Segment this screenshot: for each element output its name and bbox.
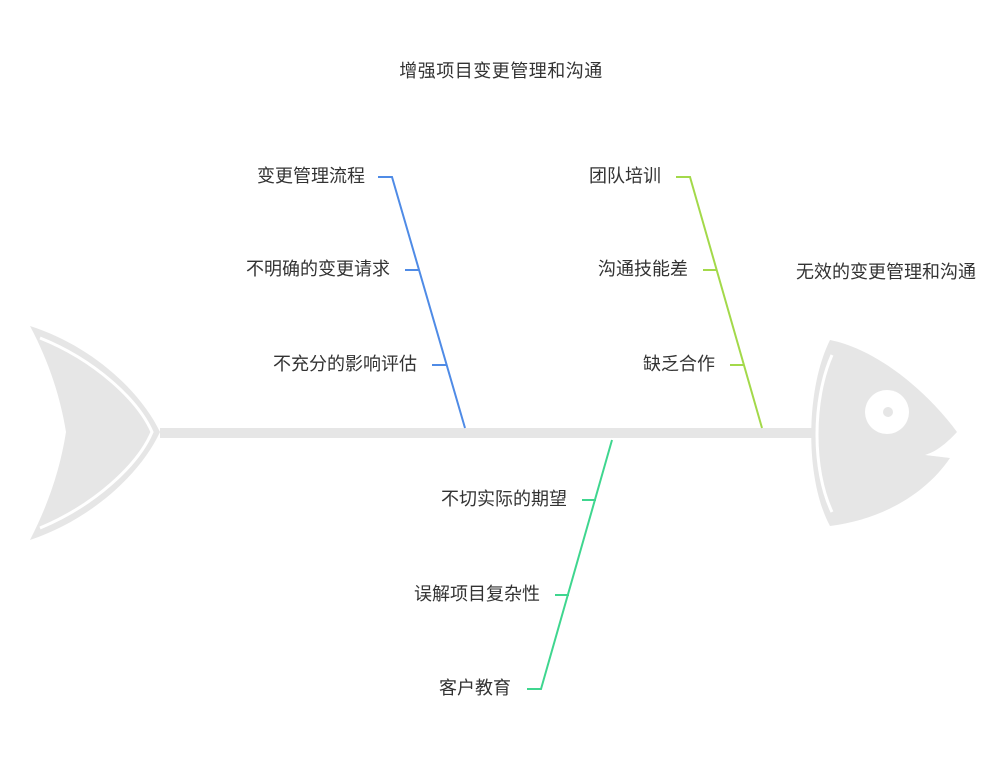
branch-2-main-bone (676, 176, 763, 429)
cause-label: 不切实际的期望 (441, 489, 567, 510)
cause-label: 不充分的影响评估 (273, 354, 417, 375)
branch-2-bones (676, 176, 763, 429)
cause-label: 缺乏合作 (643, 354, 715, 375)
branch-1-main-bone (378, 176, 466, 429)
cause-label: 沟通技能差 (598, 259, 688, 280)
fish-spine (160, 428, 812, 438)
fish-tail-highlight (39, 336, 154, 530)
cause-label: 误解项目复杂性 (414, 584, 540, 605)
fish-pupil (883, 407, 893, 417)
diagram-title: 增强项目变更管理和沟通 (399, 61, 603, 82)
cause-label: 变更管理流程 (257, 166, 365, 187)
fish-tail (30, 326, 160, 540)
cause-label: 不明确的变更请求 (246, 259, 390, 280)
branch-3-bones (527, 439, 613, 690)
branch-3-main-bone (527, 439, 613, 690)
fish-gill (815, 354, 834, 513)
effect-label: 无效的变更管理和沟通 (796, 262, 976, 283)
cause-label: 客户教育 (439, 678, 511, 699)
cause-label: 团队培训 (589, 166, 661, 187)
branch-1-bones (378, 176, 466, 429)
